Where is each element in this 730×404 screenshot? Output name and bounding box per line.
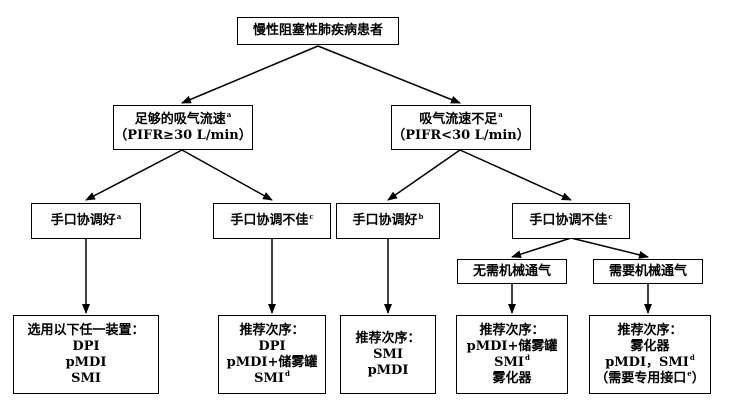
node-text: pMDI，SMI bbox=[605, 354, 689, 370]
node-coordination-poor-insufficient: 手口协调不佳c bbox=[512, 203, 630, 239]
node-text: 雾化器 bbox=[630, 338, 670, 354]
footnote-mark: b bbox=[418, 211, 424, 221]
node-text: pMDI+储雾罐 bbox=[466, 338, 558, 354]
node-coordination-good-adequate: 手口协调好a bbox=[31, 203, 141, 239]
node-text: 推荐次序： bbox=[617, 322, 683, 338]
node-text: 推荐次序： bbox=[479, 322, 545, 338]
footnote-mark: a bbox=[498, 110, 503, 120]
node-recommend-order-adequate-poor: 推荐次序： DPI pMDI+储雾罐 SMId bbox=[218, 315, 326, 394]
node-text: （需要专用接口 bbox=[595, 370, 687, 386]
node-coordination-good-insufficient: 手口协调好b bbox=[336, 203, 440, 239]
node-recommend-order-no-ventilation: 推荐次序： pMDI+储雾罐 SMId 雾化器 bbox=[456, 315, 568, 394]
node-text: DPI bbox=[258, 338, 286, 354]
node-text: 无需机械通气 bbox=[472, 263, 551, 279]
node-text: 推荐次序： bbox=[239, 322, 305, 338]
footnote-mark: d bbox=[689, 353, 695, 363]
footnote-mark: e bbox=[687, 369, 692, 379]
node-text: 需要机械通气 bbox=[608, 263, 687, 279]
arrow-poor-to-no-vent bbox=[511, 237, 572, 259]
node-text: 手口协调好 bbox=[352, 213, 418, 228]
node-mechanical-ventilation: 需要机械通气 bbox=[593, 259, 703, 284]
node-text: 吸气流速不足 bbox=[419, 111, 498, 127]
node-text: 手口协调不佳 bbox=[529, 213, 608, 228]
node-text: pMDI+储雾罐 bbox=[226, 354, 318, 370]
arrow-adequate-to-good bbox=[85, 149, 183, 201]
arrow-adequate-to-poor bbox=[181, 149, 273, 201]
node-adequate-flow: 足够的吸气流速a （PIFR≥30 L/min） bbox=[113, 105, 253, 150]
node-text: （PIFR≥30 L/min） bbox=[114, 127, 252, 143]
footnote-mark: a bbox=[226, 110, 232, 120]
node-no-mechanical-ventilation: 无需机械通气 bbox=[457, 259, 567, 284]
footnote-mark: a bbox=[116, 211, 122, 221]
node-text: SMI bbox=[254, 370, 284, 386]
node-text: 手口协调好 bbox=[50, 213, 116, 228]
node-text: 选用以下任一装置： bbox=[27, 322, 145, 338]
node-text: SMI bbox=[494, 354, 524, 370]
arrow-poor-to-vent bbox=[570, 237, 649, 259]
node-text: 手口协调不佳 bbox=[230, 213, 309, 228]
node-copd-patients: 慢性阻塞性肺疾病患者 bbox=[237, 17, 399, 45]
node-text: SMI bbox=[71, 370, 101, 386]
node-text: pMDI bbox=[65, 354, 107, 370]
node-text: （PIFR<30 L/min） bbox=[392, 127, 530, 143]
node-text: SMI bbox=[373, 346, 403, 362]
footnote-mark: c bbox=[608, 211, 613, 221]
node-text: pMDI bbox=[367, 362, 409, 378]
arrow-root-to-adequate bbox=[181, 45, 319, 104]
node-text: 雾化器 bbox=[492, 370, 532, 386]
node-insufficient-flow: 吸气流速不足a （PIFR<30 L/min） bbox=[391, 105, 531, 150]
node-text: 足够的吸气流速 bbox=[134, 111, 226, 127]
node-text: 慢性阻塞性肺疾病患者 bbox=[252, 23, 383, 38]
node-recommend-any-device: 选用以下任一装置： DPI pMDI SMI bbox=[13, 315, 159, 394]
node-text: DPI bbox=[72, 338, 100, 354]
footnote-mark: d bbox=[284, 369, 290, 379]
node-recommend-order-ventilation: 推荐次序： 雾化器 pMDI，SMId （需要专用接口e） bbox=[589, 315, 711, 394]
node-recommend-order-insufficient-good: 推荐次序： SMI pMDI bbox=[340, 315, 436, 394]
arrow-root-to-insufficient bbox=[317, 45, 461, 104]
node-coordination-poor-adequate: 手口协调不佳c bbox=[213, 203, 331, 239]
arrow-insufficient-to-good bbox=[387, 149, 461, 201]
footnote-mark: c bbox=[309, 211, 314, 221]
arrow-insufficient-to-poor bbox=[459, 149, 572, 201]
footnote-mark: d bbox=[524, 353, 530, 363]
node-text: ） bbox=[691, 370, 705, 386]
node-text: 推荐次序： bbox=[355, 330, 421, 346]
